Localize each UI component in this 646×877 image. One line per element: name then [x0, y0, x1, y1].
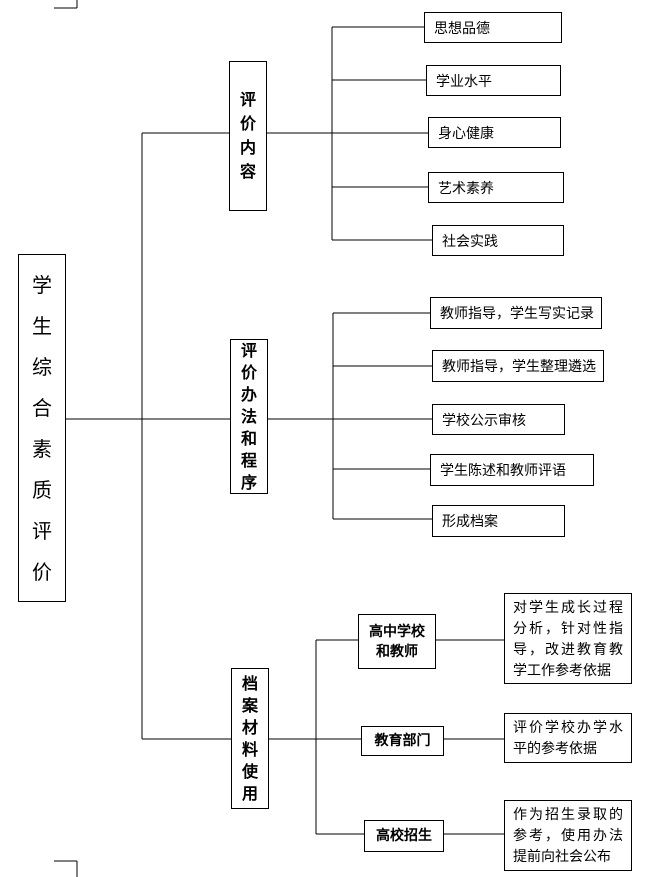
- branch-label: 评价内容: [240, 92, 256, 180]
- vertical-char: 素: [32, 436, 52, 461]
- vertical-char: 法: [240, 406, 257, 426]
- leaf-school-review: 学校公示审核: [432, 404, 565, 435]
- leaf-arts: 艺术素养: [428, 172, 564, 203]
- vertical-char: 材: [241, 717, 258, 737]
- branch-label: 评价办法和程序: [240, 340, 257, 492]
- leaf-teacher-record: 教师指导，学生写实记录: [430, 297, 602, 329]
- vertical-char: 价: [239, 114, 256, 133]
- vertical-char: 和: [240, 428, 257, 448]
- note-education-dept: 评价学校办学水平的参考依据: [504, 713, 632, 763]
- vertical-char: 价: [32, 559, 52, 584]
- leaf-academic: 学业水平: [426, 65, 561, 96]
- vertical-char: 评: [32, 518, 52, 543]
- vertical-char: 合: [32, 395, 52, 420]
- vertical-char: 评: [240, 340, 257, 360]
- root-node: 学生综合素质评价: [18, 254, 66, 602]
- vertical-char: 生: [32, 313, 52, 338]
- leaf-student-statement: 学生陈述和教师评语: [430, 454, 594, 486]
- user-education-dept: 教育部门: [361, 726, 444, 756]
- vertical-char: 内: [239, 138, 256, 157]
- vertical-char: 价: [240, 362, 257, 382]
- root-label: 学生综合素质评价: [32, 275, 52, 582]
- vertical-char: 用: [241, 783, 258, 803]
- vertical-char: 质: [32, 477, 52, 502]
- vertical-char: 学: [32, 272, 52, 297]
- vertical-char: 使: [241, 761, 258, 781]
- branch-evaluation-method: 评价办法和程序: [230, 339, 268, 494]
- leaf-form-archive: 形成档案: [432, 505, 565, 537]
- vertical-char: 程: [240, 450, 257, 470]
- leaf-teacher-select: 教师指导，学生整理遴选: [432, 350, 604, 382]
- leaf-social-practice: 社会实践: [432, 225, 564, 256]
- user-high-school: 高中学校和教师: [358, 614, 436, 669]
- vertical-char: 办: [240, 384, 257, 404]
- vertical-char: 综: [32, 354, 52, 379]
- leaf-moral: 思想品德: [424, 12, 562, 43]
- vertical-char: 案: [241, 695, 258, 715]
- vertical-char: 序: [240, 472, 257, 492]
- note-high-school: 对学生成长过程分析，针对性指导，改进教育教学工作参考依据: [504, 593, 632, 684]
- vertical-char: 档: [241, 673, 258, 693]
- branch-archive-usage: 档案材料使用: [231, 668, 269, 809]
- branch-evaluation-content: 评价内容: [229, 61, 267, 211]
- vertical-char: 容: [239, 162, 256, 181]
- branch-label: 档案材料使用: [241, 673, 258, 803]
- vertical-char: 料: [241, 739, 258, 759]
- leaf-health: 身心健康: [428, 117, 561, 148]
- note-university-admission: 作为招生录取的参考，使用办法提前向社会公布: [504, 800, 632, 871]
- vertical-char: 评: [239, 90, 256, 109]
- user-university-admission: 高校招生: [364, 820, 444, 852]
